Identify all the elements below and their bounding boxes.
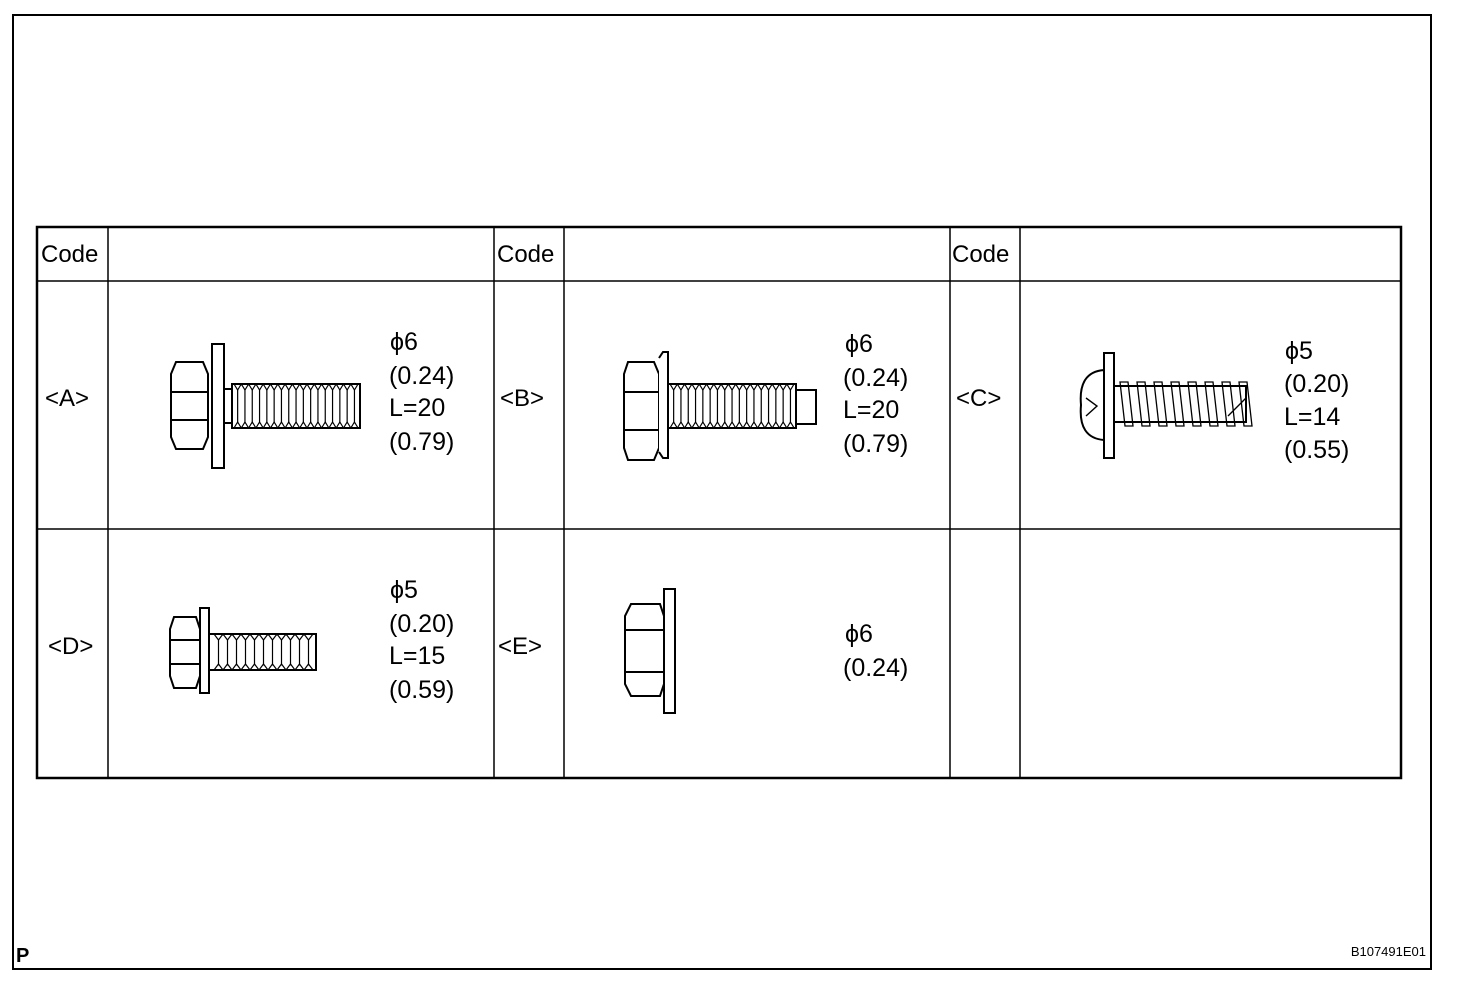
hex-tapping-screw-with-washer-icon <box>169 607 317 694</box>
code-label-a: <A> <box>45 385 89 412</box>
corner-mark: P <box>16 945 30 967</box>
svg-text:(0.79): (0.79) <box>389 428 454 456</box>
svg-text:(0.79): (0.79) <box>843 430 908 458</box>
svg-text:(0.20): (0.20) <box>389 610 454 638</box>
code-label-e: <E> <box>498 633 542 660</box>
svg-text:L=20: L=20 <box>843 396 899 424</box>
svg-text:ϕ6: ϕ6 <box>390 328 418 356</box>
svg-text:ϕ5: ϕ5 <box>1285 337 1313 365</box>
flange-nut-icon <box>624 588 676 714</box>
svg-text:(0.55): (0.55) <box>1284 436 1349 464</box>
spec-c: ϕ5 (0.20) L=14 (0.55) <box>1284 337 1349 464</box>
code-label-b: <B> <box>500 385 544 412</box>
code-label-c: <C> <box>956 385 1001 412</box>
svg-text:(0.59): (0.59) <box>389 676 454 704</box>
svg-text:(0.24): (0.24) <box>843 364 908 392</box>
svg-text:(0.24): (0.24) <box>843 654 908 682</box>
svg-text:ϕ6: ϕ6 <box>845 620 873 648</box>
svg-text:L=14: L=14 <box>1284 403 1340 431</box>
spec-e: ϕ6 (0.24) <box>843 620 908 682</box>
spec-a: ϕ6 (0.24) L=20 (0.79) <box>389 328 454 456</box>
flange-bolt-icon <box>623 351 817 461</box>
svg-text:ϕ5: ϕ5 <box>390 576 418 604</box>
spec-b: ϕ6 (0.24) L=20 (0.79) <box>843 330 908 458</box>
pan-head-tapping-screw-icon <box>1079 352 1253 459</box>
hex-bolt-with-washer-icon <box>170 343 361 469</box>
code-header-2: Code <box>497 241 554 268</box>
spec-d: ϕ5 (0.20) L=15 (0.59) <box>389 576 454 704</box>
table-grid <box>35 225 1403 780</box>
code-header-3: Code <box>952 241 1009 268</box>
diagram-frame <box>12 14 1432 970</box>
svg-text:(0.24): (0.24) <box>389 362 454 390</box>
svg-text:ϕ6: ϕ6 <box>845 330 873 358</box>
svg-text:L=20: L=20 <box>389 394 445 422</box>
svg-text:L=15: L=15 <box>389 642 445 670</box>
code-header-1: Code <box>41 241 98 268</box>
reference-id: B107491E01 <box>1350 944 1426 959</box>
code-label-d: <D> <box>48 633 93 660</box>
svg-text:(0.20): (0.20) <box>1284 370 1349 398</box>
